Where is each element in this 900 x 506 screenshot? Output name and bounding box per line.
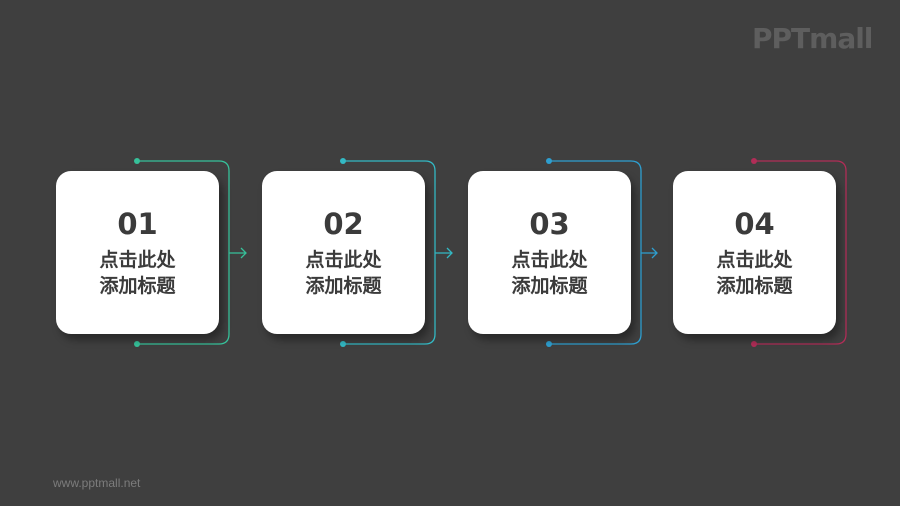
step-number: 02 bbox=[323, 207, 364, 241]
connector-dot-bottom bbox=[751, 341, 757, 347]
connector-dot-top bbox=[546, 158, 552, 164]
step-card-2: 02 点击此处 添加标题 bbox=[262, 171, 425, 334]
connector-dot-top bbox=[134, 158, 140, 164]
bracket-connector-icon bbox=[754, 160, 847, 345]
connector-dot-bottom bbox=[546, 341, 552, 347]
step-title-line2: 添加标题 bbox=[305, 275, 382, 297]
arrow-right-icon bbox=[641, 247, 658, 259]
connector-dot-bottom bbox=[340, 341, 346, 347]
step-number: 04 bbox=[734, 207, 775, 241]
step-title-line2: 添加标题 bbox=[99, 275, 176, 297]
footer-url: www.pptmall.net bbox=[53, 476, 141, 490]
step-title-line1: 点击此处 bbox=[511, 249, 588, 271]
step-title-line1: 点击此处 bbox=[305, 249, 382, 271]
connector-dot-bottom bbox=[134, 341, 140, 347]
step-card-1: 01 点击此处 添加标题 bbox=[56, 171, 219, 334]
step-title-line2: 添加标题 bbox=[511, 275, 588, 297]
arrow-right-icon bbox=[229, 247, 247, 259]
step-number: 03 bbox=[529, 207, 570, 241]
step-title-line2: 添加标题 bbox=[716, 275, 793, 297]
step-card-4: 04 点击此处 添加标题 bbox=[673, 171, 836, 334]
step-title-line1: 点击此处 bbox=[716, 249, 793, 271]
arrow-right-icon bbox=[435, 247, 453, 259]
step-title-line1: 点击此处 bbox=[99, 249, 176, 271]
pptmall-logo: PPTmall bbox=[752, 22, 873, 55]
step-card-3: 03 点击此处 添加标题 bbox=[468, 171, 631, 334]
connector-dot-top bbox=[340, 158, 346, 164]
step-number: 01 bbox=[117, 207, 158, 241]
connector-dot-top bbox=[751, 158, 757, 164]
